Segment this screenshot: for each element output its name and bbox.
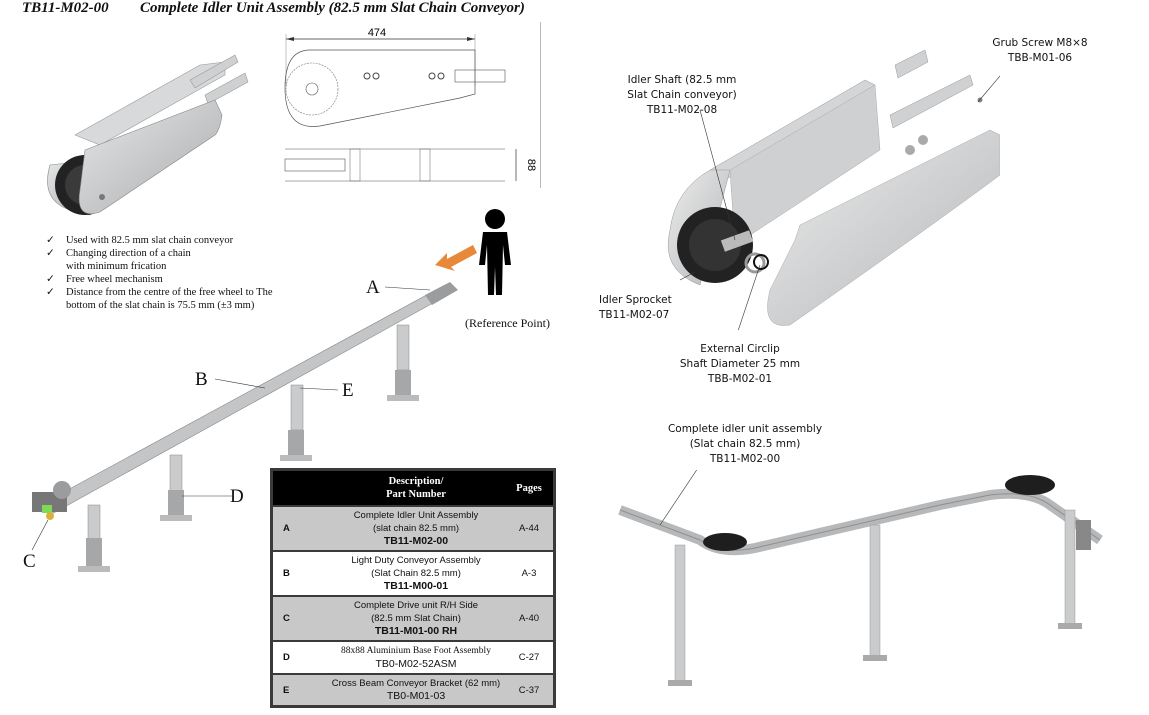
part-code: TB11-M02-00 [22,0,109,16]
check-icon: ✓ [46,287,55,298]
row-description: Complete Idler Unit Assembly(slat chain … [327,505,505,551]
row-key: E [271,673,327,707]
label-c: C [23,551,36,572]
table-row: C Complete Drive unit R/H Side(82.5 mm S… [271,595,555,641]
exploded-view [667,49,1000,330]
corner-wheel-shape [703,533,747,551]
title-text: Complete Idler Unit Assembly (82.5 mm Sl… [140,0,525,16]
conveyor-layout-render [618,470,1103,686]
idler-unit-render [47,54,249,216]
circlip-shape [753,254,769,270]
technical-drawing: 474 88 [284,27,537,182]
length-dimension: 474 [368,27,386,39]
callout-external-circlip: External Circlip Shaft Diameter 25 mm TB… [679,343,801,385]
row-page: C-37 [505,673,555,707]
feature-list: ✓Used with 82.5 mm slat chain conveyor ✓… [46,234,273,312]
parts-table: Description/Part Number Pages A Complete… [270,468,556,708]
callout-idler-sprocket: Idler Sprocket TB11-M02-07 [599,294,672,321]
row-key: D [271,640,327,674]
row-description: Light Duty Conveyor Assembly(Slat Chain … [327,550,505,596]
check-icon: ✓ [46,274,55,285]
row-key: C [271,595,327,641]
table-row: E Cross Beam Conveyor Bracket (62 mm)TB0… [271,673,555,707]
label-d: D [230,486,244,507]
check-icon: ✓ [46,235,55,246]
person-icon [485,209,505,229]
label-a: A [366,277,380,298]
row-key: B [271,550,327,596]
callout-idler-assembly: Complete idler unit assembly (Slat chain… [667,423,823,465]
drive-motor-shape [1076,520,1091,550]
label-b: B [195,369,208,390]
row-description: Complete Drive unit R/H Side(82.5 mm Sla… [327,595,505,641]
reference-person [435,209,511,295]
row-page: A-40 [505,595,555,641]
header-description: Description/Part Number [327,469,505,506]
feature-item: ✓Distance from the centre of the free wh… [46,287,273,311]
part-number: TB0-M01-03 [386,690,446,702]
row-description: Cross Beam Conveyor Bracket (62 mm)TB0-M… [327,673,505,707]
label-e: E [342,380,354,401]
orange-arrow-icon [435,245,477,271]
table-row: A Complete Idler Unit Assembly(slat chai… [271,505,555,551]
divider-line [540,22,541,188]
conveyor-render [31,282,458,572]
row-key: A [271,505,327,551]
check-icon: ✓ [46,248,55,259]
reference-point-label: (Reference Point) [465,316,550,330]
part-number: TB0-M02-52ASM [375,658,457,670]
row-page: C-27 [505,640,555,674]
table-row: B Light Duty Conveyor Assembly(Slat Chai… [271,550,555,596]
header-pages: Pages [505,469,555,506]
callout-idler-shaft: Idler Shaft (82.5 mm Slat Chain conveyor… [627,74,737,116]
part-number: TB11-M01-00 RH [374,625,458,637]
callout-grub-screw: Grub Screw M8×8 TBB-M01-06 [992,37,1088,64]
feature-item: ✓Free wheel mechanism [46,274,163,285]
page-title: TB11-M02-00 Complete Idler Unit Assembly … [22,0,525,17]
row-page: A-44 [505,505,555,551]
header-key [271,469,327,506]
width-dimension: 88 [525,159,537,171]
part-number: TB11-M00-01 [383,580,449,592]
part-number: TB11-M02-00 [383,535,449,547]
feature-item: ✓Used with 82.5 mm slat chain conveyor [46,235,234,246]
table-header-row: Description/Part Number Pages [271,469,555,506]
row-page: A-3 [505,550,555,596]
